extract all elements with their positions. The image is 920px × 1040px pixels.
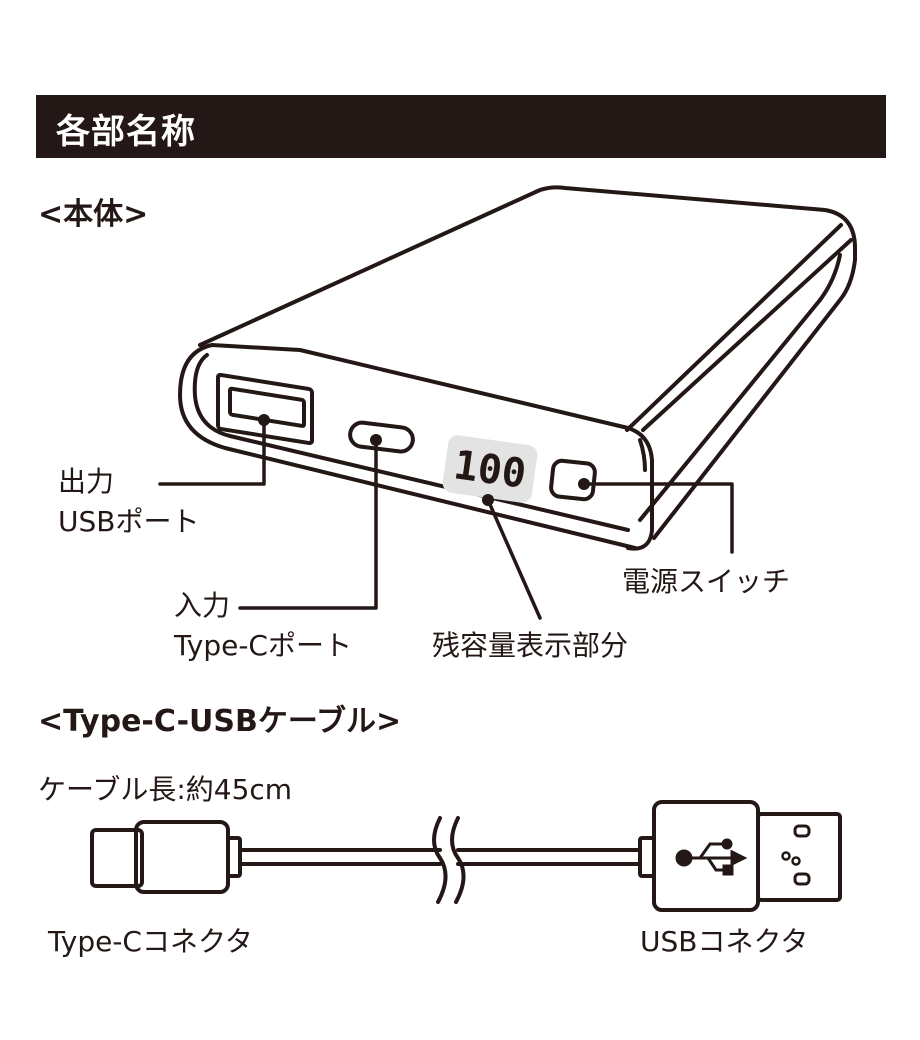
power-bank-side-bevel [638, 253, 842, 522]
usb-output-leader-dot [258, 414, 270, 426]
power-bank-top-bevel [641, 238, 853, 432]
title-bar: 各部名称 [36, 95, 886, 158]
power-bank-top-outline [198, 185, 857, 540]
power-bank-front-face [178, 343, 654, 551]
switch-leader-line [582, 482, 734, 554]
typec-input-leader-dot [370, 434, 382, 446]
typec-connector [90, 820, 242, 894]
power-switch-button [549, 458, 597, 502]
display-leader-line [486, 498, 542, 620]
power-switch-label: 電源スイッチ [622, 565, 791, 598]
display-leader-dot [482, 494, 494, 506]
power-bank-side-edge [625, 223, 843, 432]
usb-connector-label: USBコネクタ [640, 925, 809, 958]
typec-input-leader-line [238, 438, 378, 610]
usb-output-leader-line [158, 418, 266, 486]
typec-input-port [348, 420, 415, 454]
cable-section-heading: <Type-C-USBケーブル> [38, 704, 402, 739]
cable-length-note: ケーブル長:約45cm [38, 773, 293, 806]
switch-leader-dot [578, 478, 590, 490]
page-title: 各部名称 [56, 112, 196, 152]
battery-level-readout: 100 [451, 442, 529, 498]
battery-level-display: 100 [442, 435, 538, 503]
power-bank-corner-edge [638, 438, 647, 472]
usb-connector [638, 800, 842, 912]
typec-connector-label: Type-Cコネクタ [48, 925, 253, 958]
usb-output-port-label: 出力 USBポート [58, 465, 200, 538]
body-section-heading: <本体> [38, 197, 149, 232]
power-bank-body [178, 185, 857, 551]
usb-icon [675, 838, 748, 876]
battery-display-label: 残容量表示部分 [432, 629, 629, 662]
cable-break-icon [432, 816, 466, 904]
power-bank-front-bevel [192, 353, 630, 532]
typec-input-port-label: 入力 Type-Cポート [174, 589, 352, 662]
cable-wire [238, 848, 642, 866]
